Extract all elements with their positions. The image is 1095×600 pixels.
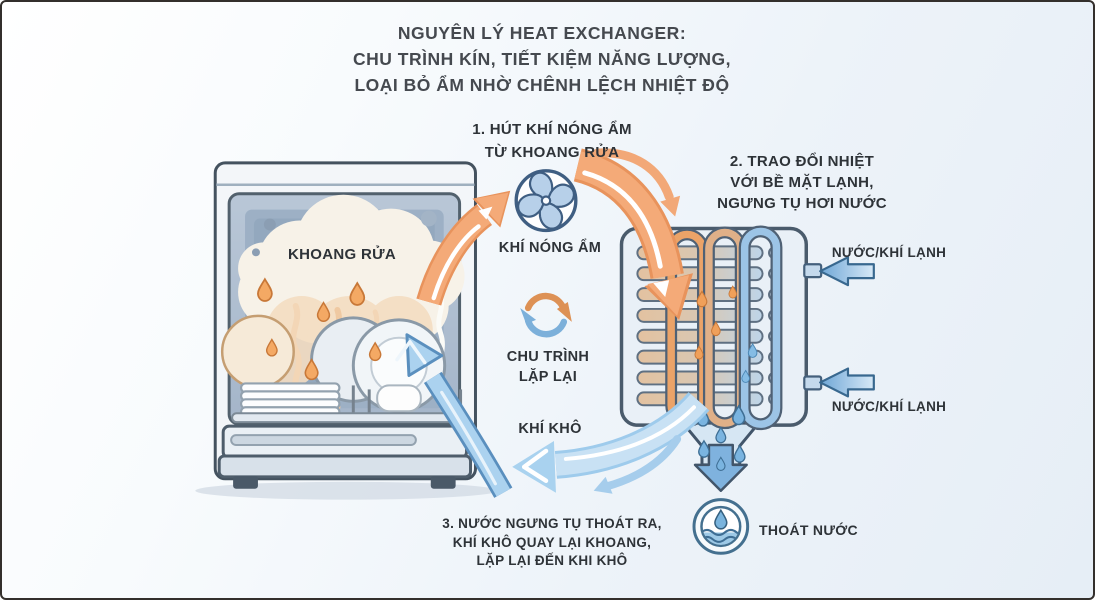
cold-water-air-top-label: NƯỚC/KHÍ LẠNH bbox=[831, 245, 947, 260]
drain-water-icon bbox=[692, 498, 750, 555]
cold-inlet-arrow-bottom bbox=[819, 367, 875, 398]
bubble bbox=[251, 248, 260, 257]
bubble bbox=[420, 210, 437, 227]
dishwasher-illustration bbox=[195, 161, 498, 500]
hot-air-arrow-thin bbox=[593, 148, 681, 217]
step2-label: 2. TRAO ĐỔI NHIỆT VỚI BỀ MẶT LẠNH, NGƯNG… bbox=[717, 153, 887, 212]
exchanger-coils bbox=[665, 225, 783, 431]
door-handle bbox=[230, 434, 417, 447]
cold-water-air-bottom-label: NƯỚC/KHÍ LẠNH bbox=[831, 399, 947, 414]
wash-chamber-label: KHOANG RỬA bbox=[288, 246, 396, 263]
foot bbox=[430, 475, 456, 489]
step3-label: 3. NƯỚC NGƯNG TỤ THOÁT RA, KHÍ KHÔ QUAY … bbox=[442, 516, 662, 568]
title-line-3: LOẠI BỎ ẨM NHỜ CHÊNH LỆCH NHIỆT ĐỘ bbox=[354, 75, 730, 95]
repeat-cycle-label: CHU TRÌNH LẶP LẠI bbox=[506, 349, 590, 385]
inlet-pipe-bottom bbox=[803, 375, 823, 391]
floor-shadow bbox=[195, 481, 498, 500]
title-line-1: NGUYÊN LÝ HEAT EXCHANGER: bbox=[397, 23, 687, 43]
page-title: NGUYÊN LÝ HEAT EXCHANGER: CHU TRÌNH KÍN,… bbox=[242, 20, 842, 98]
step1-label: 1. HÚT KHÍ NÓNG ẨM TỪ KHOANG RỬA bbox=[472, 121, 632, 161]
dry-air-label: KHÍ KHÔ bbox=[518, 421, 582, 437]
cold-inlet-arrow-top bbox=[819, 256, 875, 287]
warm-plate bbox=[220, 314, 295, 389]
hot-air-arrow-to-exchanger bbox=[573, 148, 694, 320]
dry-air-arrow-main bbox=[512, 391, 710, 493]
rack-rail bbox=[231, 412, 458, 424]
hot-humid-air-label: KHÍ NÓNG ẨM bbox=[498, 240, 602, 256]
inlet-pipe-top bbox=[803, 263, 823, 279]
fan-icon bbox=[514, 169, 578, 233]
plate-stack bbox=[239, 382, 341, 418]
base-panel bbox=[217, 454, 473, 479]
drain-label: THOÁT NƯỚC bbox=[759, 522, 858, 538]
dry-air-arrow-thin bbox=[593, 435, 682, 494]
title-line-2: CHU TRÌNH KÍN, TIẾT KIỆM NĂNG LƯỢNG, bbox=[353, 49, 731, 69]
bowl bbox=[376, 384, 422, 413]
dry-air-arrow-to-chamber bbox=[395, 333, 513, 498]
cycle-repeat-icon bbox=[520, 292, 572, 338]
bubble bbox=[263, 218, 276, 231]
foot bbox=[233, 475, 258, 489]
hot-air-arrow-to-fan bbox=[416, 190, 511, 306]
